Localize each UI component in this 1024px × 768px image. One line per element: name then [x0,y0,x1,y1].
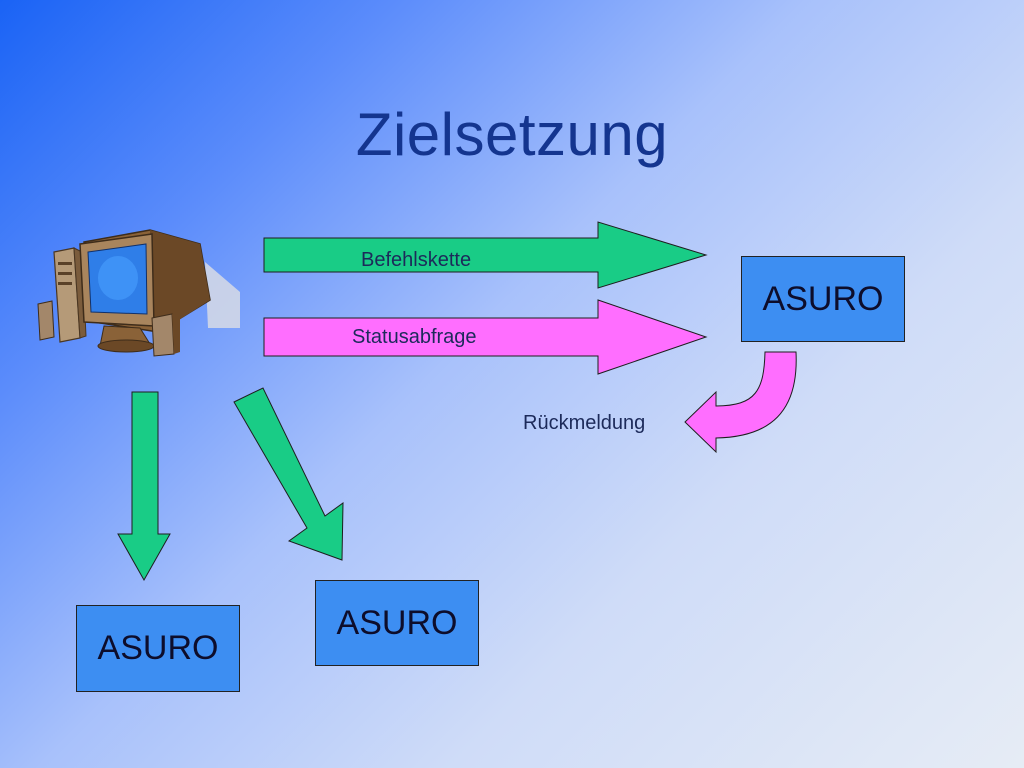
feedback-arrow [684,351,797,454]
feedback-arrow-label: Rückmeldung [523,412,646,434]
command-arrow [263,221,708,289]
command-arrow-label: Befehlskette [361,249,472,271]
asuro-box-bottom-middle: ASURO [315,580,479,666]
asuro-box-bottom-left: ASURO [76,605,240,692]
status-arrow [263,299,708,375]
down-arrow [117,391,171,582]
diagonal-arrow [233,387,344,561]
status-arrow-label: Statusabfrage [352,326,477,348]
slide-title: Zielsetzung [355,101,669,168]
asuro-box-right: ASURO [741,256,905,342]
desktop-computer-icon [37,229,240,357]
